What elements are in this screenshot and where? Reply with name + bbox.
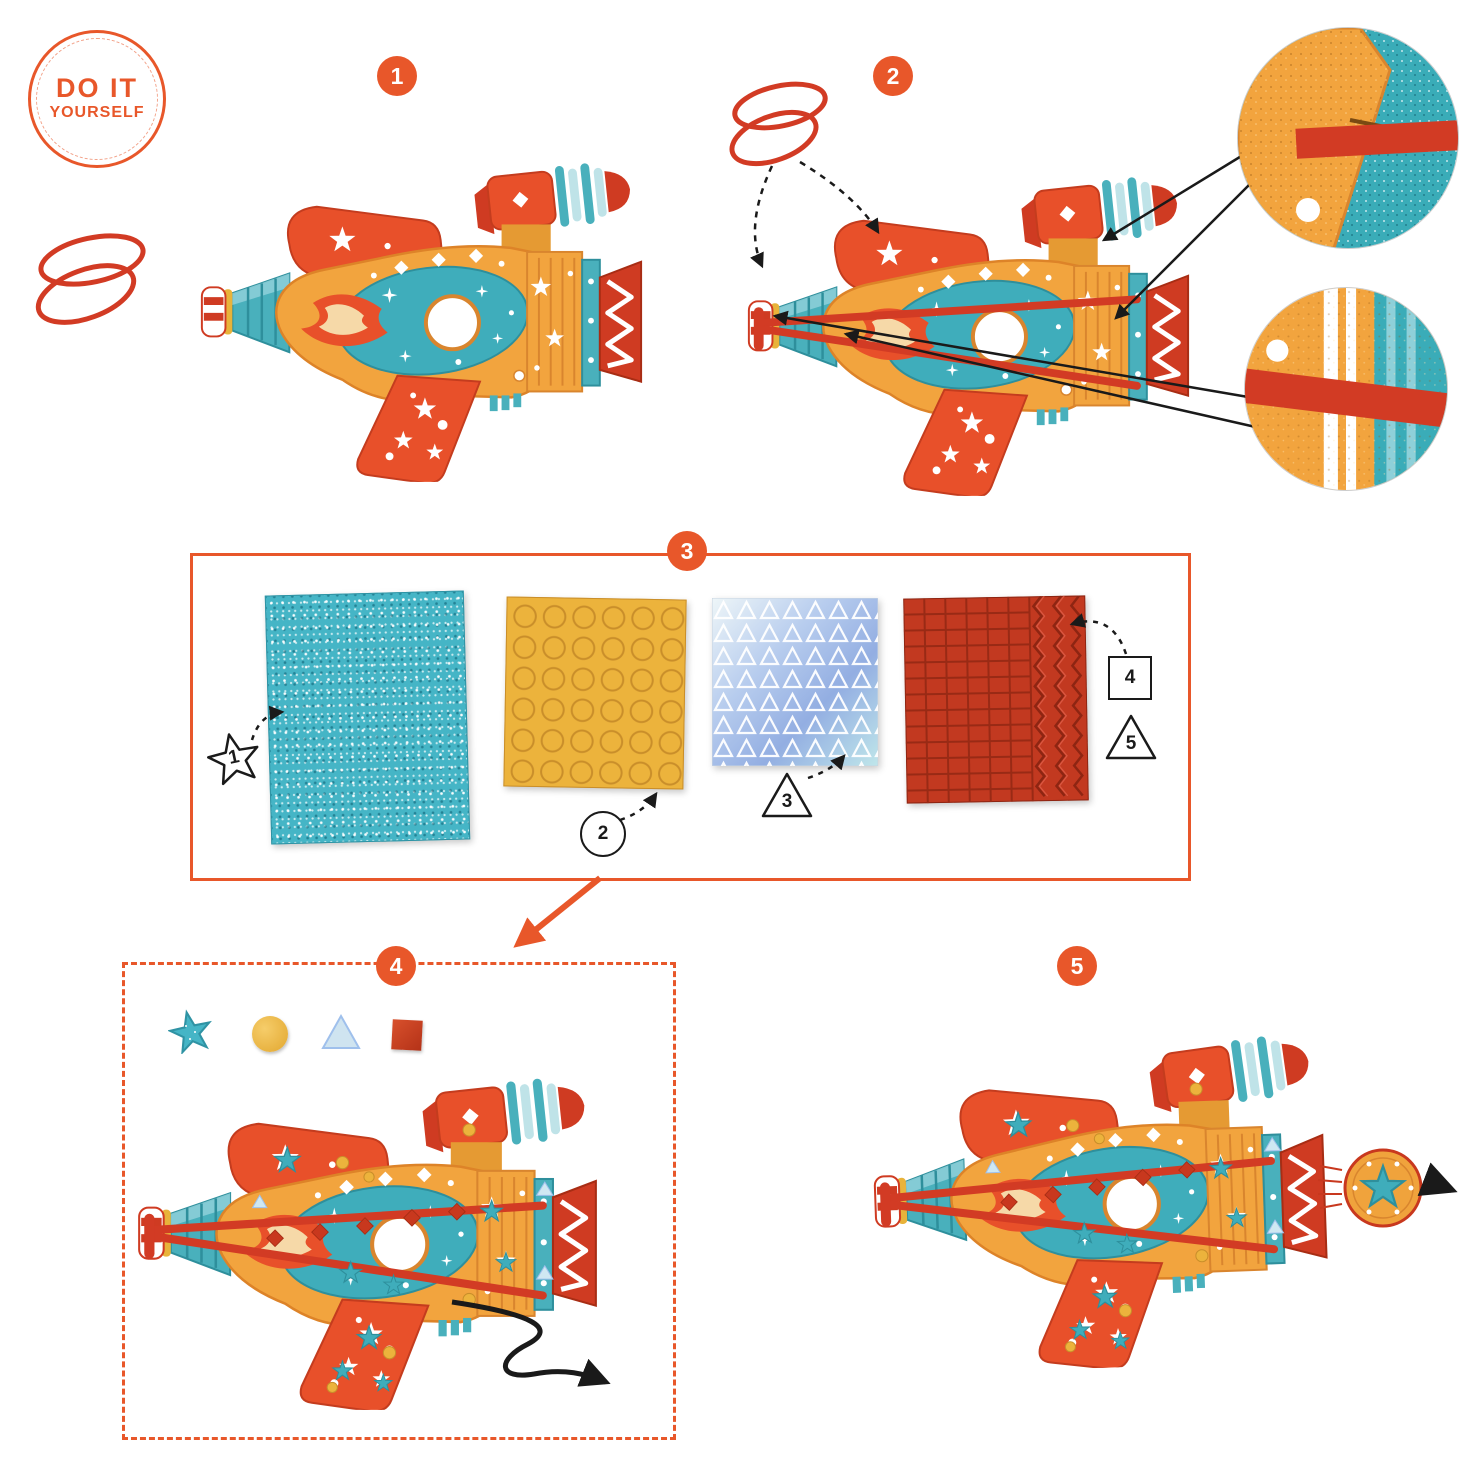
zoom-detail-top [1238, 28, 1458, 248]
raygun-step5 [862, 998, 1336, 1376]
rubber-bands-step2 [729, 81, 828, 167]
callout-star-1: 1 [201, 725, 267, 791]
sample-star-sticker [168, 1008, 214, 1054]
rubber-bands-step1 [35, 233, 146, 325]
callout-triangle-3-label: 3 [781, 790, 793, 812]
callout-circle-2-label: 2 [597, 823, 609, 844]
logo-line-2: YOURSELF [49, 103, 145, 121]
callout-star-1-label: 1 [226, 746, 242, 769]
sheet-iridescent-triangles [712, 598, 878, 766]
diy-logo: DO IT YOURSELF [28, 30, 166, 168]
step3-to-step4-arrow [513, 875, 602, 948]
raygun-step1 [195, 128, 647, 482]
callout-circle-2: 2 [580, 811, 626, 857]
sample-circle-sticker [252, 1016, 288, 1052]
step-4-badge: 4 [376, 946, 416, 986]
callout-triangle-3: 3 [760, 770, 814, 820]
sheet-gold-dots [503, 596, 687, 790]
logo-line-1: DO IT [56, 73, 138, 104]
sheet-red-squares [903, 595, 1089, 804]
step-2-badge: 2 [873, 56, 913, 96]
sheet-blue-glitter [264, 590, 471, 845]
callout-triangle-5: 5 [1104, 712, 1158, 762]
callout-square-4-label: 4 [1124, 667, 1136, 688]
sample-triangle-sticker [321, 1013, 361, 1049]
raygun-step4 [132, 1042, 602, 1410]
step-3-badge: 3 [667, 531, 707, 571]
zoom-detail-bottom [1245, 288, 1447, 490]
step-5-badge: 5 [1057, 946, 1097, 986]
callout-square-4: 4 [1108, 656, 1152, 700]
raygun-step2 [742, 142, 1194, 496]
sample-square-sticker [391, 1019, 423, 1051]
callout-triangle-5-label: 5 [1125, 732, 1137, 754]
projectile-disc [1317, 1148, 1423, 1228]
fire-direction-arrow [1417, 1162, 1458, 1197]
step-1-badge: 1 [377, 56, 417, 96]
